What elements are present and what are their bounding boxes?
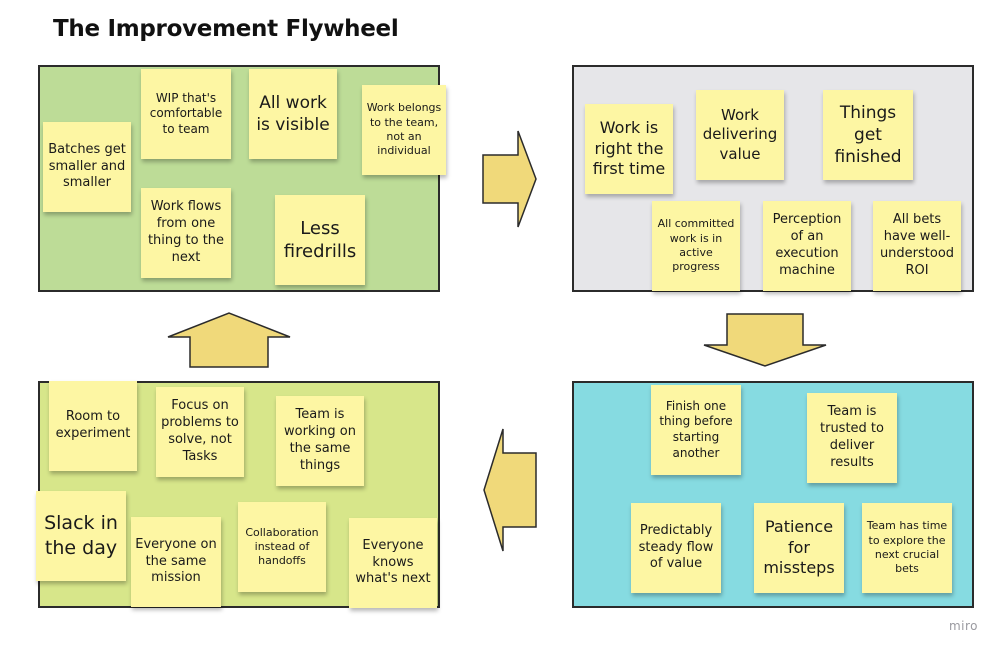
sticky-note[interactable]: Finish one thing before starting another (651, 385, 741, 475)
sticky-note[interactable]: Work flows from one thing to the next (141, 188, 231, 278)
sticky-note[interactable]: Work is right the first time (585, 104, 673, 194)
panel-bottom-right: Finish one thing before starting another… (572, 381, 974, 608)
sticky-note[interactable]: Team has time to explore the next crucia… (862, 503, 952, 593)
sticky-note[interactable]: All work is visible (249, 69, 337, 159)
panel-top-right: Work is right the first time Work delive… (572, 65, 974, 292)
page-title: The Improvement Flywheel (53, 16, 399, 42)
arrow-up-icon (167, 312, 291, 368)
sticky-note[interactable]: Room to experiment (49, 381, 137, 471)
sticky-note[interactable]: Batches get smaller and smaller (43, 122, 131, 212)
sticky-note[interactable]: Collaboration instead of handoffs (238, 502, 326, 592)
panel-bottom-left: Room to experiment Focus on problems to … (36, 381, 440, 608)
sticky-note[interactable]: Everyone knows what's next (349, 518, 437, 608)
sticky-note[interactable]: Less firedrills (275, 195, 365, 285)
sticky-note[interactable]: Predictably steady flow of value (631, 503, 721, 593)
sticky-note[interactable]: Slack in the day (36, 491, 126, 581)
sticky-note[interactable]: Patience for missteps (754, 503, 844, 593)
arrow-down-icon (703, 313, 827, 367)
sticky-note[interactable]: Everyone on the same mission (131, 517, 221, 607)
sticky-note[interactable]: Work delivering value (696, 90, 784, 180)
arrow-left-icon (483, 428, 537, 552)
sticky-note[interactable]: Team is working on the same things (276, 396, 364, 486)
watermark: miro (948, 619, 978, 633)
sticky-note[interactable]: All committed work is in active progress (652, 201, 740, 291)
sticky-note[interactable]: All bets have well-understood ROI (873, 201, 961, 291)
sticky-note[interactable]: Perception of an execution machine (763, 201, 851, 291)
sticky-note[interactable]: Work belongs to the team, not an individ… (362, 85, 446, 175)
sticky-note[interactable]: Focus on problems to solve, not Tasks (156, 387, 244, 477)
arrow-right-icon (482, 130, 537, 228)
sticky-note[interactable]: Team is trusted to deliver results (807, 393, 897, 483)
panel-top-left: Batches get smaller and smaller WIP that… (38, 65, 446, 292)
sticky-note[interactable]: Things get finished (823, 90, 913, 180)
sticky-note[interactable]: WIP that's comfortable to team (141, 69, 231, 159)
